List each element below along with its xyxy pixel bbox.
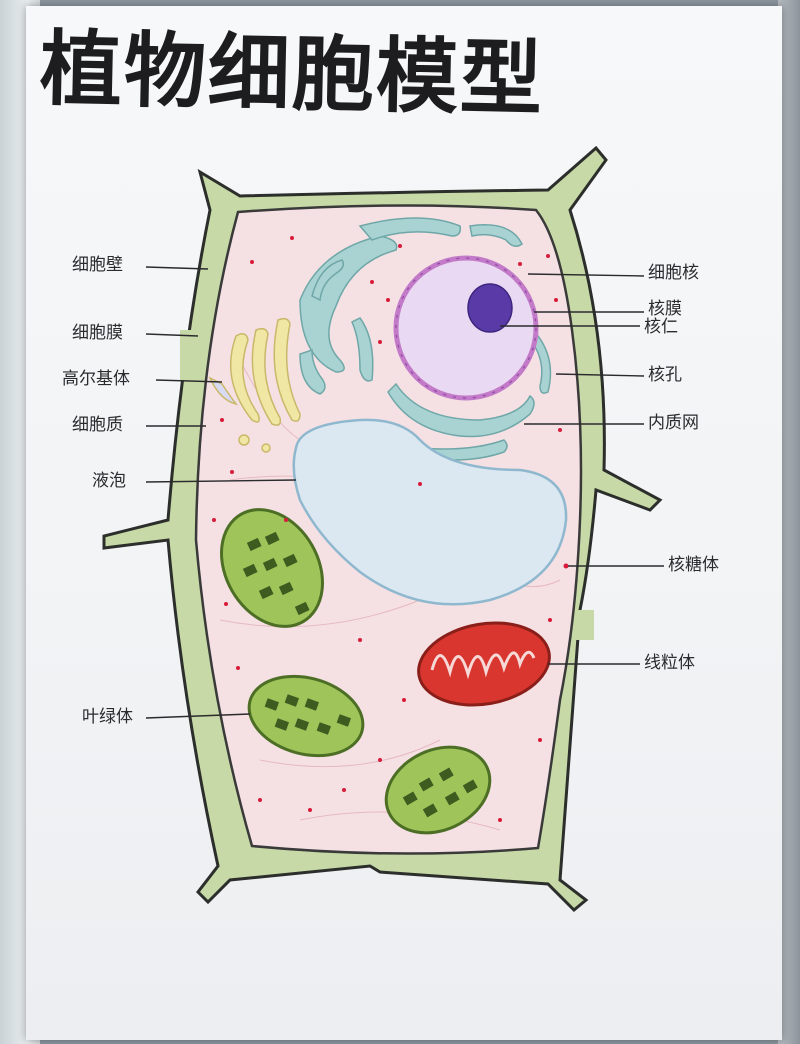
background-right bbox=[778, 0, 800, 1044]
label-cytoplasm: 细胞质 bbox=[72, 415, 123, 435]
nucleus bbox=[393, 255, 539, 401]
label-cell-wall: 细胞壁 bbox=[72, 255, 123, 275]
label-mitochondrion: 线粒体 bbox=[644, 653, 695, 673]
nuclear-envelope bbox=[393, 255, 539, 401]
chloroplasts bbox=[220, 508, 492, 835]
mitochondrion bbox=[417, 621, 551, 707]
chloroplast-3 bbox=[384, 745, 492, 835]
label-er: 内质网 bbox=[648, 413, 699, 433]
label-chloroplast: 叶绿体 bbox=[82, 707, 133, 727]
label-ribosome: 核糖体 bbox=[668, 555, 719, 575]
endoplasmic-reticulum bbox=[299, 217, 552, 461]
vacuole bbox=[292, 418, 568, 606]
golgi-apparatus bbox=[208, 317, 301, 453]
leader-lines bbox=[145, 266, 664, 719]
nucleolus bbox=[467, 283, 513, 333]
ribosomes bbox=[212, 236, 569, 822]
label-golgi: 高尔基体 bbox=[62, 369, 130, 389]
label-vacuole: 液泡 bbox=[92, 471, 126, 491]
chloroplast-2 bbox=[247, 674, 365, 758]
chloroplast-1 bbox=[220, 508, 324, 628]
label-nuclear-envelope: 核膜 bbox=[648, 299, 682, 319]
label-cell-membrane: 细胞膜 bbox=[72, 323, 123, 343]
label-nucleolus: 核仁 bbox=[644, 317, 678, 337]
label-nuclear-pore: 核孔 bbox=[648, 365, 682, 385]
nuclear-pores bbox=[395, 257, 537, 399]
label-nucleus: 细胞核 bbox=[648, 263, 699, 283]
